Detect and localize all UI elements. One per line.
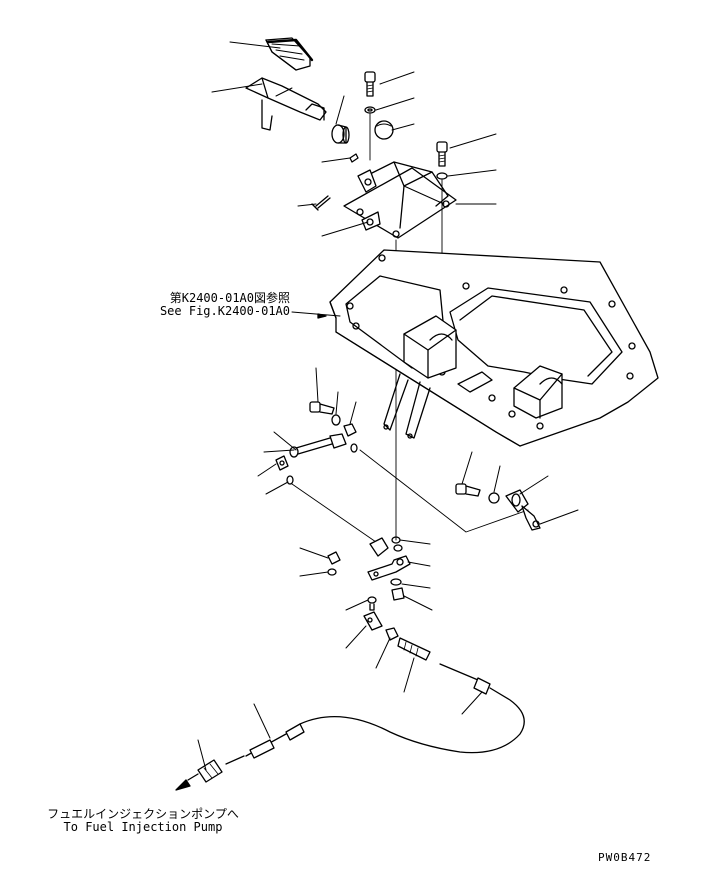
right-bolt xyxy=(436,141,448,167)
throttle-cable xyxy=(225,663,525,765)
pivot-nut xyxy=(343,423,357,437)
stop-block-left xyxy=(403,315,457,379)
connecting-rod xyxy=(291,449,529,543)
rod-end-upper xyxy=(289,433,358,458)
rubber-cap xyxy=(374,120,394,140)
right-pivot-washer xyxy=(488,492,500,504)
top-bolt xyxy=(364,71,376,97)
leader-lines xyxy=(197,41,579,771)
stop-block-right xyxy=(457,365,563,419)
right-washer xyxy=(436,172,448,180)
joint-bolt xyxy=(367,596,377,611)
cable-end-fitting xyxy=(397,637,431,661)
destination-note: フュエルインジェクションポンプへ To Fuel Injection Pump xyxy=(18,808,268,834)
top-washer xyxy=(364,106,376,114)
lever-nut-left xyxy=(327,551,341,576)
reference-note-jp: 第K2400-01A0図参照 xyxy=(169,291,290,305)
pedal-arm xyxy=(245,77,327,131)
pivot-washer xyxy=(331,414,341,426)
joint-nut xyxy=(385,627,399,641)
reference-note: 第K2400-01A0図参照 See Fig.K2400-01A0 xyxy=(140,292,290,318)
right-pivot-bolt xyxy=(455,483,481,497)
pedal-pad xyxy=(265,37,314,71)
lever-washers xyxy=(390,578,405,601)
lever-clevis xyxy=(369,536,403,557)
bracket-screw xyxy=(311,195,331,211)
drawing-code: PW0B472 xyxy=(598,851,652,864)
destination-note-jp: フュエルインジェクションポンプへ xyxy=(47,807,239,821)
ball-joint xyxy=(505,489,541,531)
pedal-bracket xyxy=(343,161,457,239)
rod-end-lower xyxy=(275,455,294,485)
pin xyxy=(349,153,359,163)
destination-note-en: To Fuel Injection Pump xyxy=(63,820,223,834)
reference-note-en: See Fig.K2400-01A0 xyxy=(159,304,290,318)
pump-arrow xyxy=(175,779,191,791)
reference-arrow xyxy=(317,313,327,319)
bushing xyxy=(331,124,350,144)
plate-legs xyxy=(383,373,431,439)
cable-joint xyxy=(363,611,383,631)
floor-plate xyxy=(329,249,659,447)
lower-lever xyxy=(367,555,411,581)
pivot-bolt xyxy=(309,401,335,415)
cable-end-connector xyxy=(187,759,223,783)
